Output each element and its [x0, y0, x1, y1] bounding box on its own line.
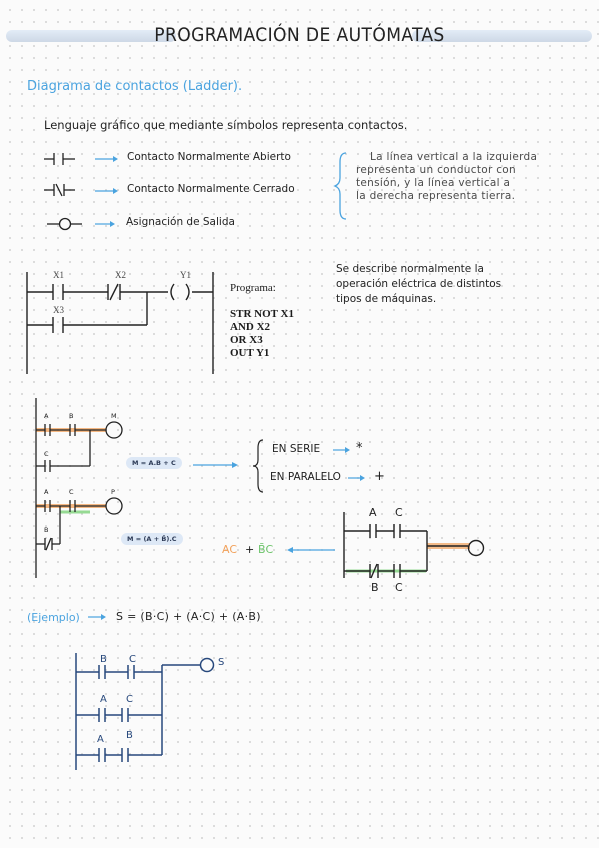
- example-label-c: C: [129, 654, 136, 665]
- example-output-label: S: [218, 657, 225, 668]
- output-coil-icon: [47, 217, 82, 231]
- result-bc: B̄C: [258, 543, 274, 556]
- note-line: la derecha representa tierra.: [356, 190, 516, 202]
- nc-contact-icon: [44, 183, 75, 197]
- intro-text: Lenguaje gráfico que mediante símbolos r…: [44, 118, 408, 132]
- result-ac: AC: [222, 543, 238, 556]
- circuit-label-a: A: [369, 506, 377, 519]
- brace: [252, 439, 264, 493]
- program-line: AND X2: [230, 321, 271, 333]
- label-a: A: [44, 412, 49, 420]
- example-label-b: B: [100, 654, 107, 665]
- legend-label-output: Asignación de Salida: [126, 216, 235, 228]
- example-label-b: B: [126, 730, 133, 741]
- label-b: B: [69, 412, 74, 420]
- example-label: (Ejemplo): [27, 611, 80, 624]
- label-x1: X1: [53, 270, 64, 280]
- brace-label-series: EN SERIE: [272, 443, 321, 455]
- label-b: B: [44, 526, 49, 534]
- example-formula: S = (B·C) + (A·C) + (A·B): [116, 610, 261, 623]
- brace-label-parallel: EN PARALELO: [270, 471, 341, 483]
- program-line: OR X3: [230, 334, 263, 346]
- circuit-label-c: C: [395, 506, 403, 519]
- note-text: La línea vertical a la izquierda represe…: [356, 151, 556, 203]
- arrow-icon: [95, 156, 118, 162]
- brace-symbol-parallel: +: [374, 469, 385, 484]
- description-line: Se describe normalmente la: [336, 263, 484, 275]
- label-m: M: [111, 412, 117, 420]
- program-line: STR NOT X1: [230, 308, 294, 320]
- title-bar-right: [412, 30, 592, 42]
- page-title: PROGRAMACIÓN DE AUTÓMATAS: [154, 24, 445, 46]
- label-p: P: [111, 488, 115, 496]
- description-line: operación eléctrica de distintos: [336, 278, 502, 290]
- no-contact-icon: [44, 153, 75, 165]
- example-label-a: A: [100, 694, 107, 705]
- brace-symbol-series: *: [356, 441, 363, 456]
- label-y1: Y1: [180, 270, 191, 280]
- formula-badge: M = A.B + C: [126, 457, 182, 469]
- legend-label-no: Contacto Normalmente Abierto: [127, 151, 291, 163]
- label-c: C: [44, 450, 49, 458]
- description-line: tipos de máquinas.: [336, 293, 437, 305]
- label-a: A: [44, 488, 49, 496]
- arrow-icon: [95, 221, 115, 227]
- program-listing: STR NOT X1 AND X2 OR X3 OUT Y1: [230, 308, 294, 360]
- note-line: representa un conductor con: [356, 164, 516, 176]
- example-label-a: A: [97, 734, 104, 745]
- program-title: Programa:: [230, 282, 276, 294]
- title-bar-left: [6, 30, 176, 42]
- result-plus: +: [245, 543, 255, 556]
- label-x3: X3: [53, 305, 64, 315]
- circuit-label-b: B: [371, 581, 379, 594]
- note-line: tensión, y la línea vertical a: [356, 177, 511, 189]
- formula-badge: M = (A + B̄).C: [121, 533, 183, 545]
- note-line: La línea vertical a la izquierda: [370, 151, 538, 163]
- circuit-label-c: C: [395, 581, 403, 594]
- example-label-c: C: [126, 694, 133, 705]
- label-c: C: [69, 488, 74, 496]
- label-x2: X2: [115, 270, 126, 280]
- section-heading: Diagrama de contactos (Ladder).: [27, 79, 243, 94]
- note-brace: [333, 152, 347, 220]
- legend-label-nc: Contacto Normalmente Cerrado: [127, 183, 295, 195]
- program-line: OUT Y1: [230, 347, 270, 359]
- description-text: Se describe normalmente la operación elé…: [336, 262, 501, 307]
- arrow-icon: [95, 188, 118, 194]
